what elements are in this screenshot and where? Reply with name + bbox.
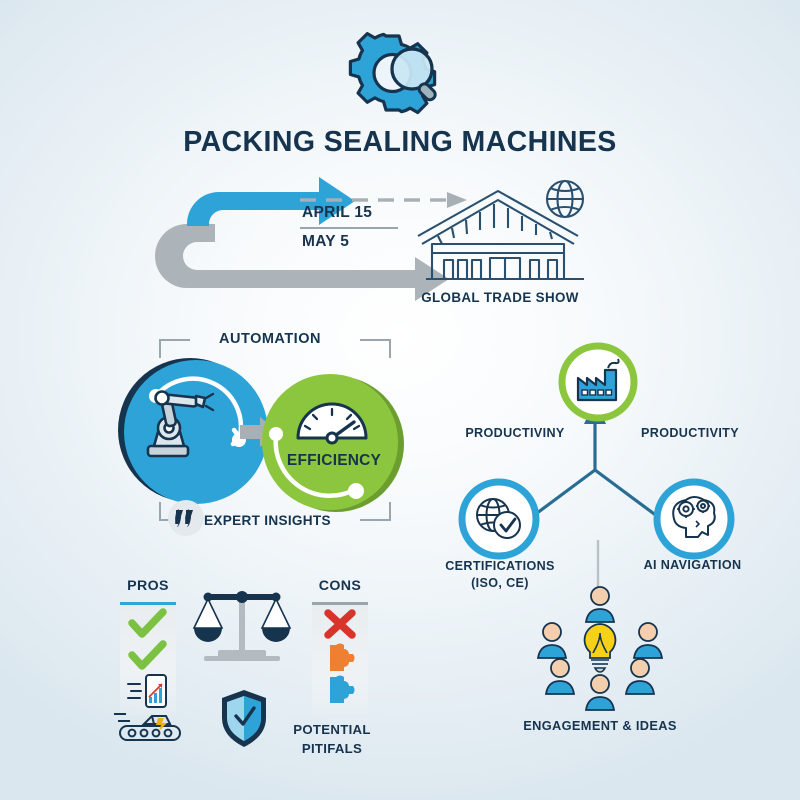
engagement-label: ENGAGEMENT & IDEAS <box>523 718 677 733</box>
certifications-label-main: CERTIFICATIONS <box>445 559 555 573</box>
check-icon <box>128 640 167 670</box>
cons-heading: CONS <box>318 578 362 594</box>
globe-icon <box>545 179 585 219</box>
certifications-label: CERTIFICATIONS (ISO, CE) <box>430 558 570 592</box>
globe-check-icon <box>476 498 521 539</box>
cross-icon <box>324 609 356 639</box>
trade-show-label: GLOBAL TRADE SHOW <box>421 290 579 305</box>
automation-label: AUTOMATION <box>219 331 321 347</box>
trade-show-building-icon <box>410 178 600 288</box>
gauge-icon <box>296 402 368 445</box>
efficiency-circle <box>258 370 408 518</box>
productivity-left-label: PRODUCTIVINY <box>465 426 565 440</box>
date-april: APRIL 15 <box>302 204 373 221</box>
brain-gears-icon <box>672 496 716 538</box>
conveyor-belt-icon <box>114 706 186 746</box>
robot-arm-icon <box>146 390 215 458</box>
lightbulb-icon <box>583 623 617 673</box>
timeline-arrows <box>155 172 635 302</box>
gear-magnifier-icon <box>342 24 462 124</box>
factory-node <box>556 340 640 424</box>
ai-navigation-node <box>650 475 738 563</box>
pros-heading: PROS <box>127 578 169 594</box>
page-title: PACKING SEALING MACHINES <box>183 126 617 158</box>
person-icon <box>584 674 616 711</box>
pitfalls-line-1: POTENTIAL <box>293 722 371 737</box>
productivity-right-label: PRODUCTIVITY <box>641 426 739 440</box>
check-icon <box>128 608 167 638</box>
date-may: MAY 5 <box>302 233 350 250</box>
puzzle-piece-orange-icon <box>330 643 355 671</box>
balance-scales-icon <box>192 582 296 668</box>
ai-navigation-label: AI NAVIGATION <box>643 558 742 572</box>
certifications-node <box>455 475 543 563</box>
factory-icon <box>576 358 620 402</box>
person-icon <box>624 658 656 695</box>
expert-insights-label: EXPERT INSIGHTS <box>204 513 331 528</box>
efficiency-label: EFFICIENCY <box>286 452 382 469</box>
person-icon <box>632 622 664 659</box>
engagement-group <box>510 586 690 714</box>
cons-card <box>312 602 368 715</box>
person-icon <box>544 658 576 695</box>
person-icon <box>584 586 616 623</box>
quote-mark-icon <box>168 500 204 536</box>
pros-card <box>120 602 176 715</box>
person-icon <box>536 622 568 659</box>
date-divider <box>300 227 398 229</box>
potential-pitfalls-label: POTENTIAL PITIFALS <box>272 720 392 758</box>
phone-growth-chart-icon <box>127 674 167 708</box>
puzzle-piece-blue-icon <box>330 675 355 703</box>
certifications-label-sub: (ISO, CE) <box>471 576 529 590</box>
automation-bracket <box>150 330 400 530</box>
shield-check-icon <box>218 688 270 750</box>
automation-robot-circle <box>112 352 272 512</box>
pitfalls-line-2: PITIFALS <box>301 741 363 756</box>
